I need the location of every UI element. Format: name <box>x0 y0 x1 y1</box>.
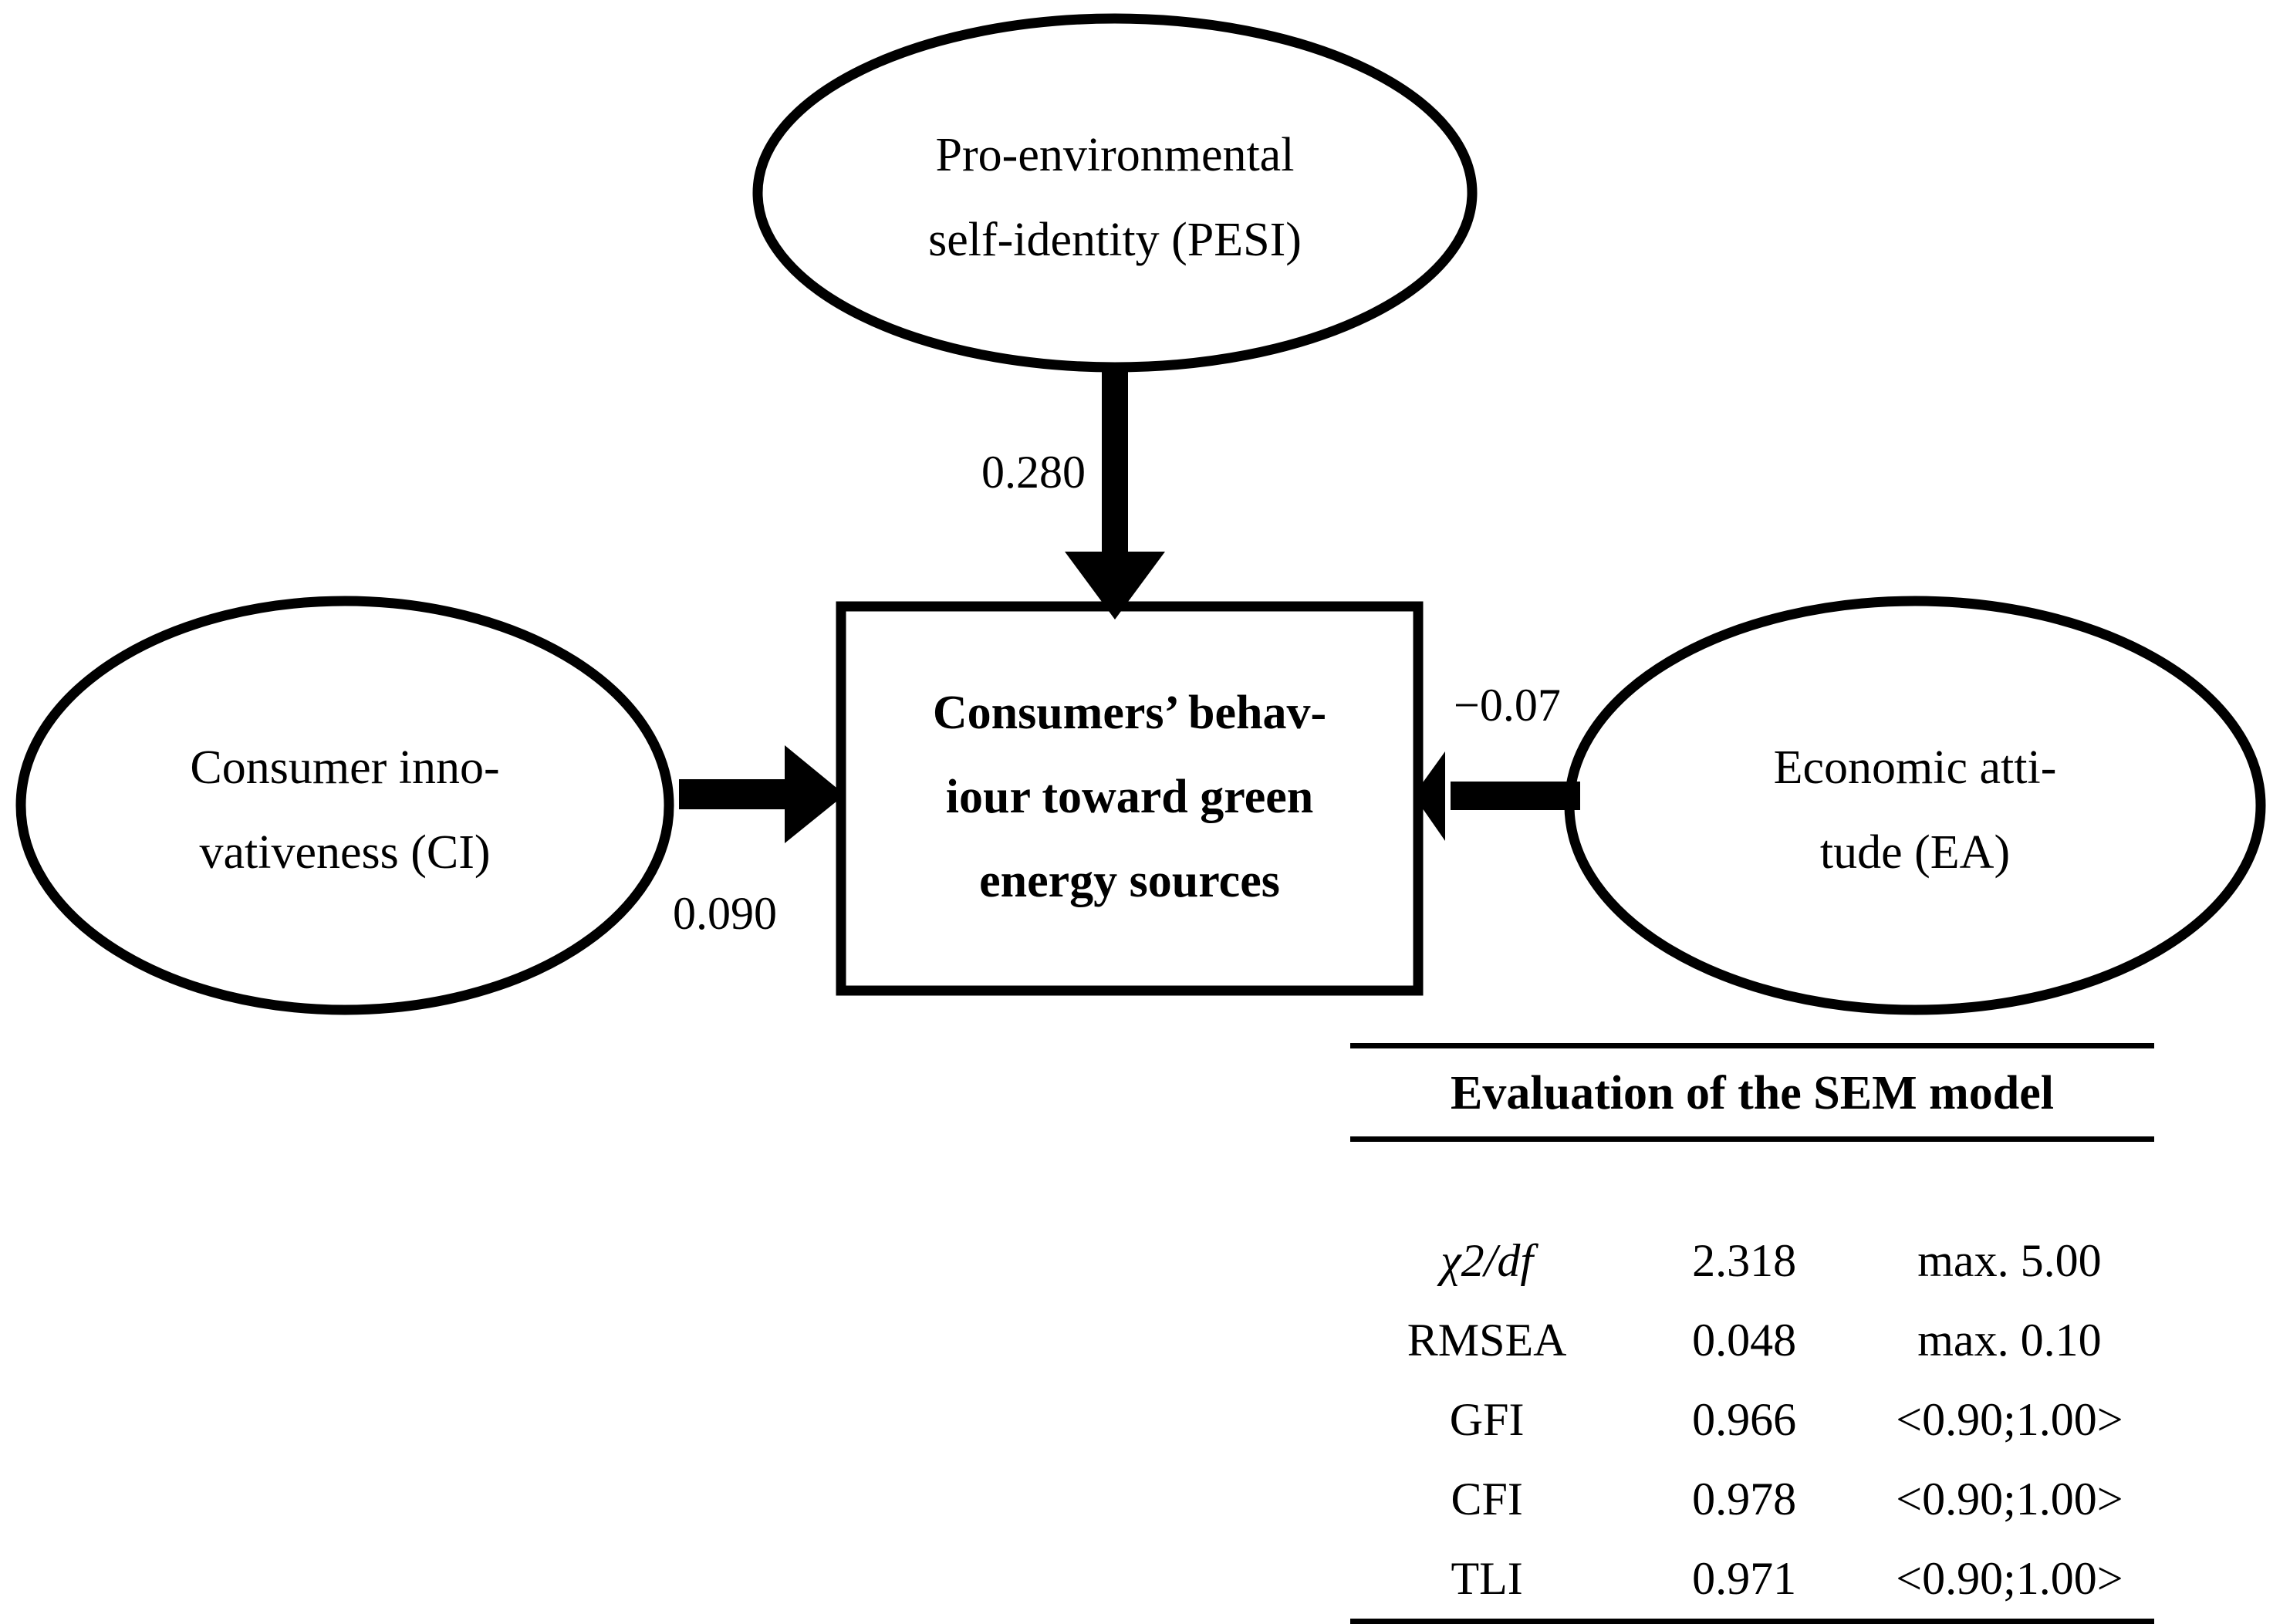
diagram-canvas <box>15 13 2266 1015</box>
fit-metric-value: 0.971 <box>1623 1539 1865 1624</box>
fit-metric-criterion: <0.90;1.00> <box>1896 1474 2123 1524</box>
fit-metric-value: 0.048 <box>1692 1315 1797 1366</box>
path-coefficient-pesi: 0.280 <box>981 447 1086 498</box>
path-coefficient-ci: 0.090 <box>673 888 777 939</box>
fit-metric-value: 0.978 <box>1692 1474 1797 1524</box>
arrow-ci-to-outcome <box>679 745 845 843</box>
node-ci-ellipse <box>15 596 674 1015</box>
node-outcome-box <box>836 601 1424 996</box>
arrow-ea-to-outcome <box>1414 751 1580 841</box>
fit-table-title: Evaluation of the SEM model <box>1350 1043 2154 1140</box>
fit-metric-name: χ2/df <box>1441 1235 1533 1286</box>
rule-cell-1 <box>1350 1136 1624 1221</box>
fit-metric-criterion: max. 0.10 <box>1917 1315 2102 1366</box>
fit-table-header-rule <box>1350 1136 2154 1221</box>
arrow-pesi-to-outcome <box>1065 363 1165 620</box>
node-ea-ellipse <box>1564 596 2266 1015</box>
table-row: TLI 0.971 <0.90;1.00> <box>1350 1539 2154 1624</box>
fit-metric-name: CFI <box>1451 1474 1523 1524</box>
table-row: CFI 0.978 <0.90;1.00> <box>1350 1460 2154 1539</box>
fit-metric-criterion: <0.90;1.00> <box>1896 1394 2123 1445</box>
rule-cell-2 <box>1623 1136 1865 1221</box>
rule-cell-3 <box>1864 1136 2154 1221</box>
sem-fit-table: Evaluation of the SEM model χ2/df 2.318 … <box>1350 1043 2154 1624</box>
fit-metric-name: GFI <box>1449 1394 1525 1445</box>
fit-metric-name: RMSEA <box>1407 1315 1567 1366</box>
node-pesi-ellipse <box>752 13 1478 373</box>
path-coefficient-ea: −0.07 <box>1454 680 1561 731</box>
sem-path-diagram: Pro-environmental self-identity (PESI) C… <box>15 13 2266 1624</box>
fit-metric-name: TLI <box>1350 1539 1624 1624</box>
fit-metric-value: 0.966 <box>1692 1394 1797 1445</box>
table-row: GFI 0.966 <0.90;1.00> <box>1350 1380 2154 1460</box>
fit-metric-criterion: <0.90;1.00> <box>1864 1539 2154 1624</box>
table-row: RMSEA 0.048 max. 0.10 <box>1350 1301 2154 1380</box>
fit-metric-value: 2.318 <box>1692 1235 1797 1286</box>
table-row: χ2/df 2.318 max. 5.00 <box>1350 1221 2154 1301</box>
fit-metric-criterion: max. 5.00 <box>1917 1235 2102 1286</box>
